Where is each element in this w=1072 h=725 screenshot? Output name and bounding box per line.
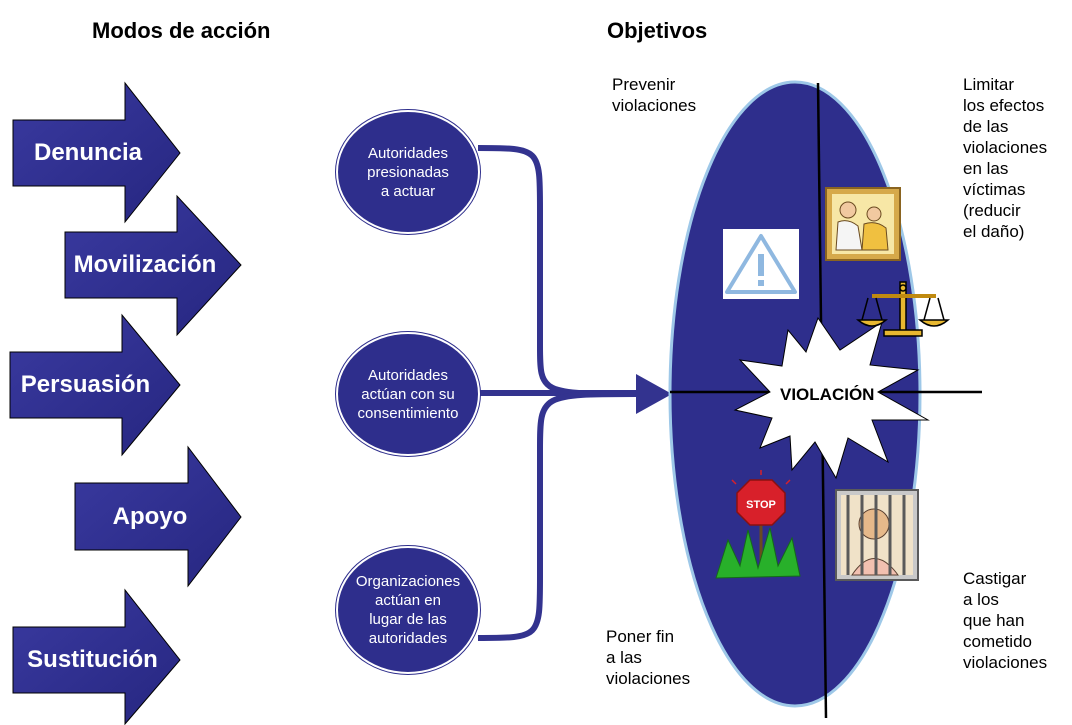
mode-label-sustitucion: Sustitución (27, 646, 158, 673)
circle-label: Organizaciones actúan en lugar de las au… (355, 573, 461, 647)
mode-label-denuncia: Denuncia (33, 139, 143, 166)
circle-organizations-substitute: Organizaciones actúan en lugar de las au… (336, 546, 480, 674)
warning-icon (723, 229, 799, 299)
objectives-heading: Objetivos (607, 18, 708, 43)
connector-lines (477, 145, 641, 641)
mode-label-persuasion: Persuasión (20, 371, 151, 398)
mode-label-movilizacion: Movilización (73, 251, 217, 278)
objective-prevent: Prevenir violaciones (612, 75, 697, 115)
mode-arrow-apoyo (74, 445, 242, 588)
circle-label: Autoridades actúan con su consentimiento (357, 366, 459, 422)
circle-consenting-authorities: Autoridades actúan con su consentimiento (336, 332, 480, 456)
objective-stop: Poner fin a las violaciones (606, 627, 691, 688)
violation-burst-icon (733, 316, 930, 480)
caregiver-icon (825, 187, 901, 261)
objective-limit-effects: Limitar los efectos de las violaciones e… (963, 75, 1048, 241)
mode-arrow-movilizacion (64, 194, 242, 337)
stop-sign-icon (715, 470, 801, 579)
connector-arrowhead (636, 374, 672, 414)
mode-arrow-persuasion (9, 313, 181, 457)
circle-pressured-authorities: Autoridades presionadas a actuar (336, 110, 480, 234)
violation-label: VIOLACIÓN (780, 385, 875, 404)
circle-label: Autoridades presionadas a actuar (367, 144, 449, 200)
modes-heading: Modos de acción (92, 18, 271, 43)
mode-arrow-denuncia (12, 81, 181, 224)
prisoner-icon (835, 489, 919, 581)
stop-sign-text: STOP (746, 499, 776, 511)
mode-arrow-sustitucion (12, 588, 181, 725)
mode-label-apoyo: Apoyo (112, 503, 188, 530)
scales-of-justice-icon (855, 281, 951, 337)
objective-punish: Castigar a los que han cometido violacio… (963, 569, 1048, 672)
